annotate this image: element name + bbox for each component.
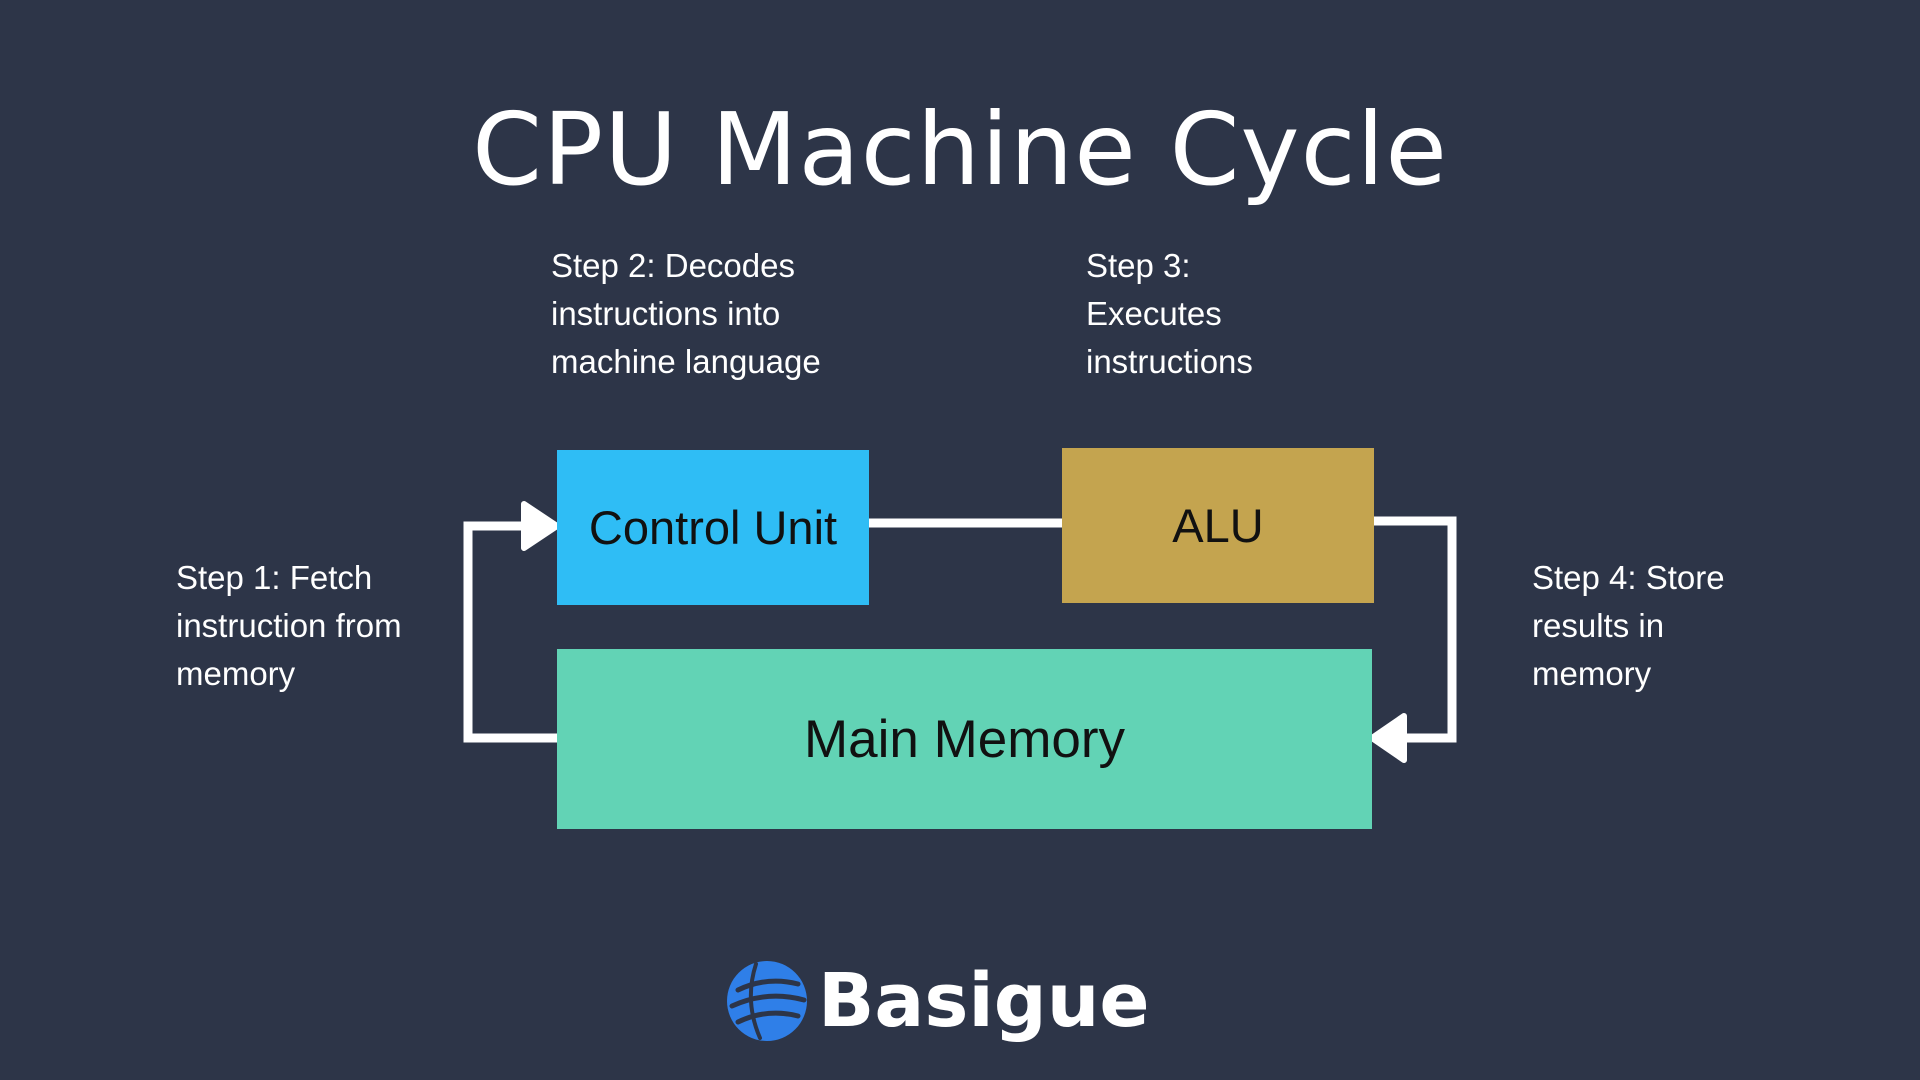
alu-label: ALU xyxy=(1172,499,1264,552)
store-connector xyxy=(1374,516,1457,743)
fetch-connector xyxy=(463,521,557,743)
step-4-label: Step 4: Store results in memory xyxy=(1532,559,1725,692)
step-3-label: Step 3: Executes instructions xyxy=(1086,247,1253,380)
store-arrowhead-icon xyxy=(1369,713,1407,763)
brand-name: Basigue xyxy=(818,958,1150,1044)
main-memory-box: Main Memory xyxy=(557,649,1372,829)
fetch-arrowhead-icon xyxy=(521,501,560,551)
step-1-label: Step 1: Fetch instruction from memory xyxy=(176,559,402,692)
step-2-label: Step 2: Decodes instructions into machin… xyxy=(551,247,821,380)
control-unit-label: Control Unit xyxy=(588,501,838,554)
control-unit-box: Control Unit xyxy=(557,450,869,605)
globe-icon xyxy=(727,961,807,1041)
alu-box: ALU xyxy=(1062,448,1374,603)
page-title: CPU Machine Cycle xyxy=(472,91,1448,208)
main-memory-label: Main Memory xyxy=(803,709,1125,769)
brand-logo: Basigue xyxy=(726,960,1150,1042)
